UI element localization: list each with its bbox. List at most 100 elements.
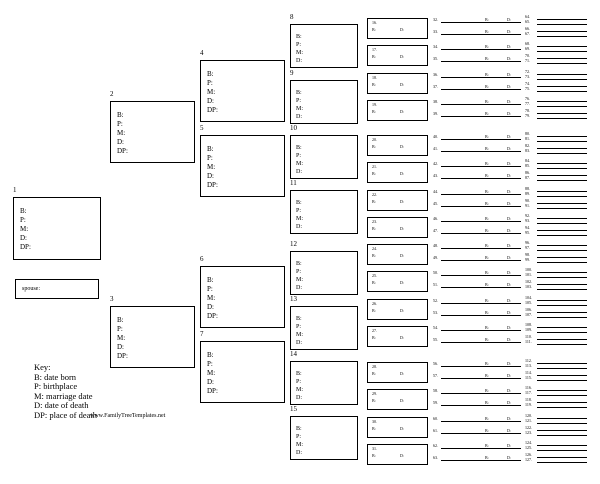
person-field: M: [207,88,216,96]
person-field: D: [20,234,27,242]
person-number: 91. [525,203,530,208]
person-box-13[interactable] [290,306,358,350]
entry-line [441,248,521,249]
person-box-24[interactable] [367,244,428,265]
born-field: B: [485,216,489,221]
entry-line [441,77,521,78]
person-box-15[interactable] [290,416,358,460]
died-field: D: [507,270,511,275]
person-number: 118. [525,397,532,402]
person-box-22[interactable] [367,190,428,211]
died-field: D: [507,161,511,166]
person-box-12[interactable] [290,251,358,295]
entry-line [441,151,521,152]
born-field: B: [485,361,489,366]
key-item-m: M: marriage date [34,390,93,401]
person-number: 52. [433,298,438,303]
person-number: 66. [525,26,530,31]
person-box-27[interactable] [367,326,428,347]
died-field: D: [507,455,511,460]
person-box-18[interactable] [367,73,428,94]
entry-line [537,191,587,192]
person-number: 36. [433,72,438,77]
person-box-29[interactable] [367,389,428,410]
entry-line [441,342,521,343]
person-box-20[interactable] [367,135,428,156]
born-field: B: [485,111,489,116]
person-box-4[interactable] [200,60,285,122]
person-number: 32. [433,17,438,22]
entry-line [537,312,587,313]
key-item-p: P: birthplace [34,381,78,392]
entry-line [537,375,587,376]
entry-line [537,223,587,224]
entry-line [537,113,587,114]
entry-line [537,262,587,263]
person-field: M: [296,161,304,167]
person-number: 20. [372,137,377,142]
person-box-19[interactable] [367,100,428,121]
born-field: B: [485,173,489,178]
person-box-23[interactable] [367,217,428,238]
person-field: D: [296,395,302,401]
person-box-21[interactable] [367,162,428,183]
person-number: 83. [525,148,530,153]
entry-line [537,245,587,246]
born-field: B: [485,400,489,405]
spouse-box[interactable]: spouse: [15,279,99,299]
person-box-9[interactable] [290,80,358,124]
born-field: B: [485,337,489,342]
person-number: 5 [200,124,204,132]
person-box-30[interactable] [367,417,428,438]
entry-line [537,106,587,107]
died-field: D: [507,361,511,366]
person-field: DP: [20,243,31,251]
spouse-label: spouse: [22,286,40,292]
person-box-17[interactable] [367,45,428,66]
person-field: B: [207,145,214,153]
person-number: 21. [372,164,377,169]
person-field: M: [117,129,126,137]
entry-line [537,363,587,364]
person-number: 76. [525,96,530,101]
person-box-3[interactable] [110,306,195,368]
died-field: D: [507,134,511,139]
person-box-16[interactable] [367,18,428,39]
entry-line [537,36,587,37]
person-number: 109. [525,327,532,332]
person-box-10[interactable] [290,135,358,179]
entry-line [537,402,587,403]
person-box-8[interactable] [290,24,358,68]
person-number: 11 [290,179,297,187]
died-field: D: [507,428,511,433]
person-box-5[interactable] [200,135,285,197]
person-box-11[interactable] [290,190,358,234]
entry-line [441,139,521,140]
died-field: D: [400,253,404,258]
person-field: M: [296,332,304,338]
person-number: 35. [433,56,438,61]
person-number: 7 [200,330,204,338]
person-number: 60. [433,416,438,421]
born-field: B: [372,453,376,458]
died-field: D: [400,82,404,87]
person-box-2[interactable] [110,101,195,163]
born-field: B: [372,144,376,149]
person-box-14[interactable] [290,361,358,405]
person-box-7[interactable] [200,341,285,403]
person-box-25[interactable] [367,271,428,292]
person-number: 30. [372,419,377,424]
person-box-28[interactable] [367,362,428,383]
person-box-6[interactable] [200,266,285,328]
person-box-26[interactable] [367,299,428,320]
person-number: 38. [433,99,438,104]
born-field: B: [372,335,376,340]
person-number: 106. [525,307,532,312]
person-box-31[interactable] [367,444,428,465]
entry-line [537,344,587,345]
person-box-1[interactable] [13,197,101,260]
person-field: DP: [117,147,128,155]
person-number: 124. [525,440,532,445]
person-number: 113. [525,363,532,368]
person-number: 56. [433,361,438,366]
